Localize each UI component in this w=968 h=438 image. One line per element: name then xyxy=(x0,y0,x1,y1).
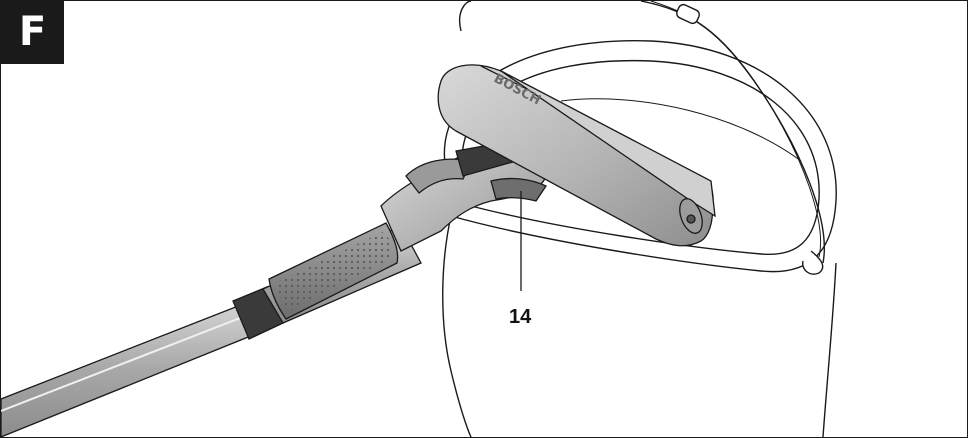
handle-clip-right xyxy=(802,250,824,275)
vacuum-head-housing xyxy=(437,64,714,247)
bucket-body xyxy=(442,215,837,437)
handle-grip-top xyxy=(676,3,700,25)
vacuum-blade xyxy=(500,70,716,218)
pole-lower-section xyxy=(1,300,264,437)
vacuum-end-screw xyxy=(686,214,696,224)
telescopic-pole xyxy=(1,222,422,437)
pole-grip-texture xyxy=(275,231,392,311)
vacuum-handle-underside xyxy=(490,177,547,202)
bucket-inside-line xyxy=(560,98,802,162)
figure-label-badge: F xyxy=(1,1,64,64)
window-vacuum xyxy=(380,64,716,252)
callout-number: 14 xyxy=(509,306,532,328)
pole-lower-highlight xyxy=(1,312,254,412)
